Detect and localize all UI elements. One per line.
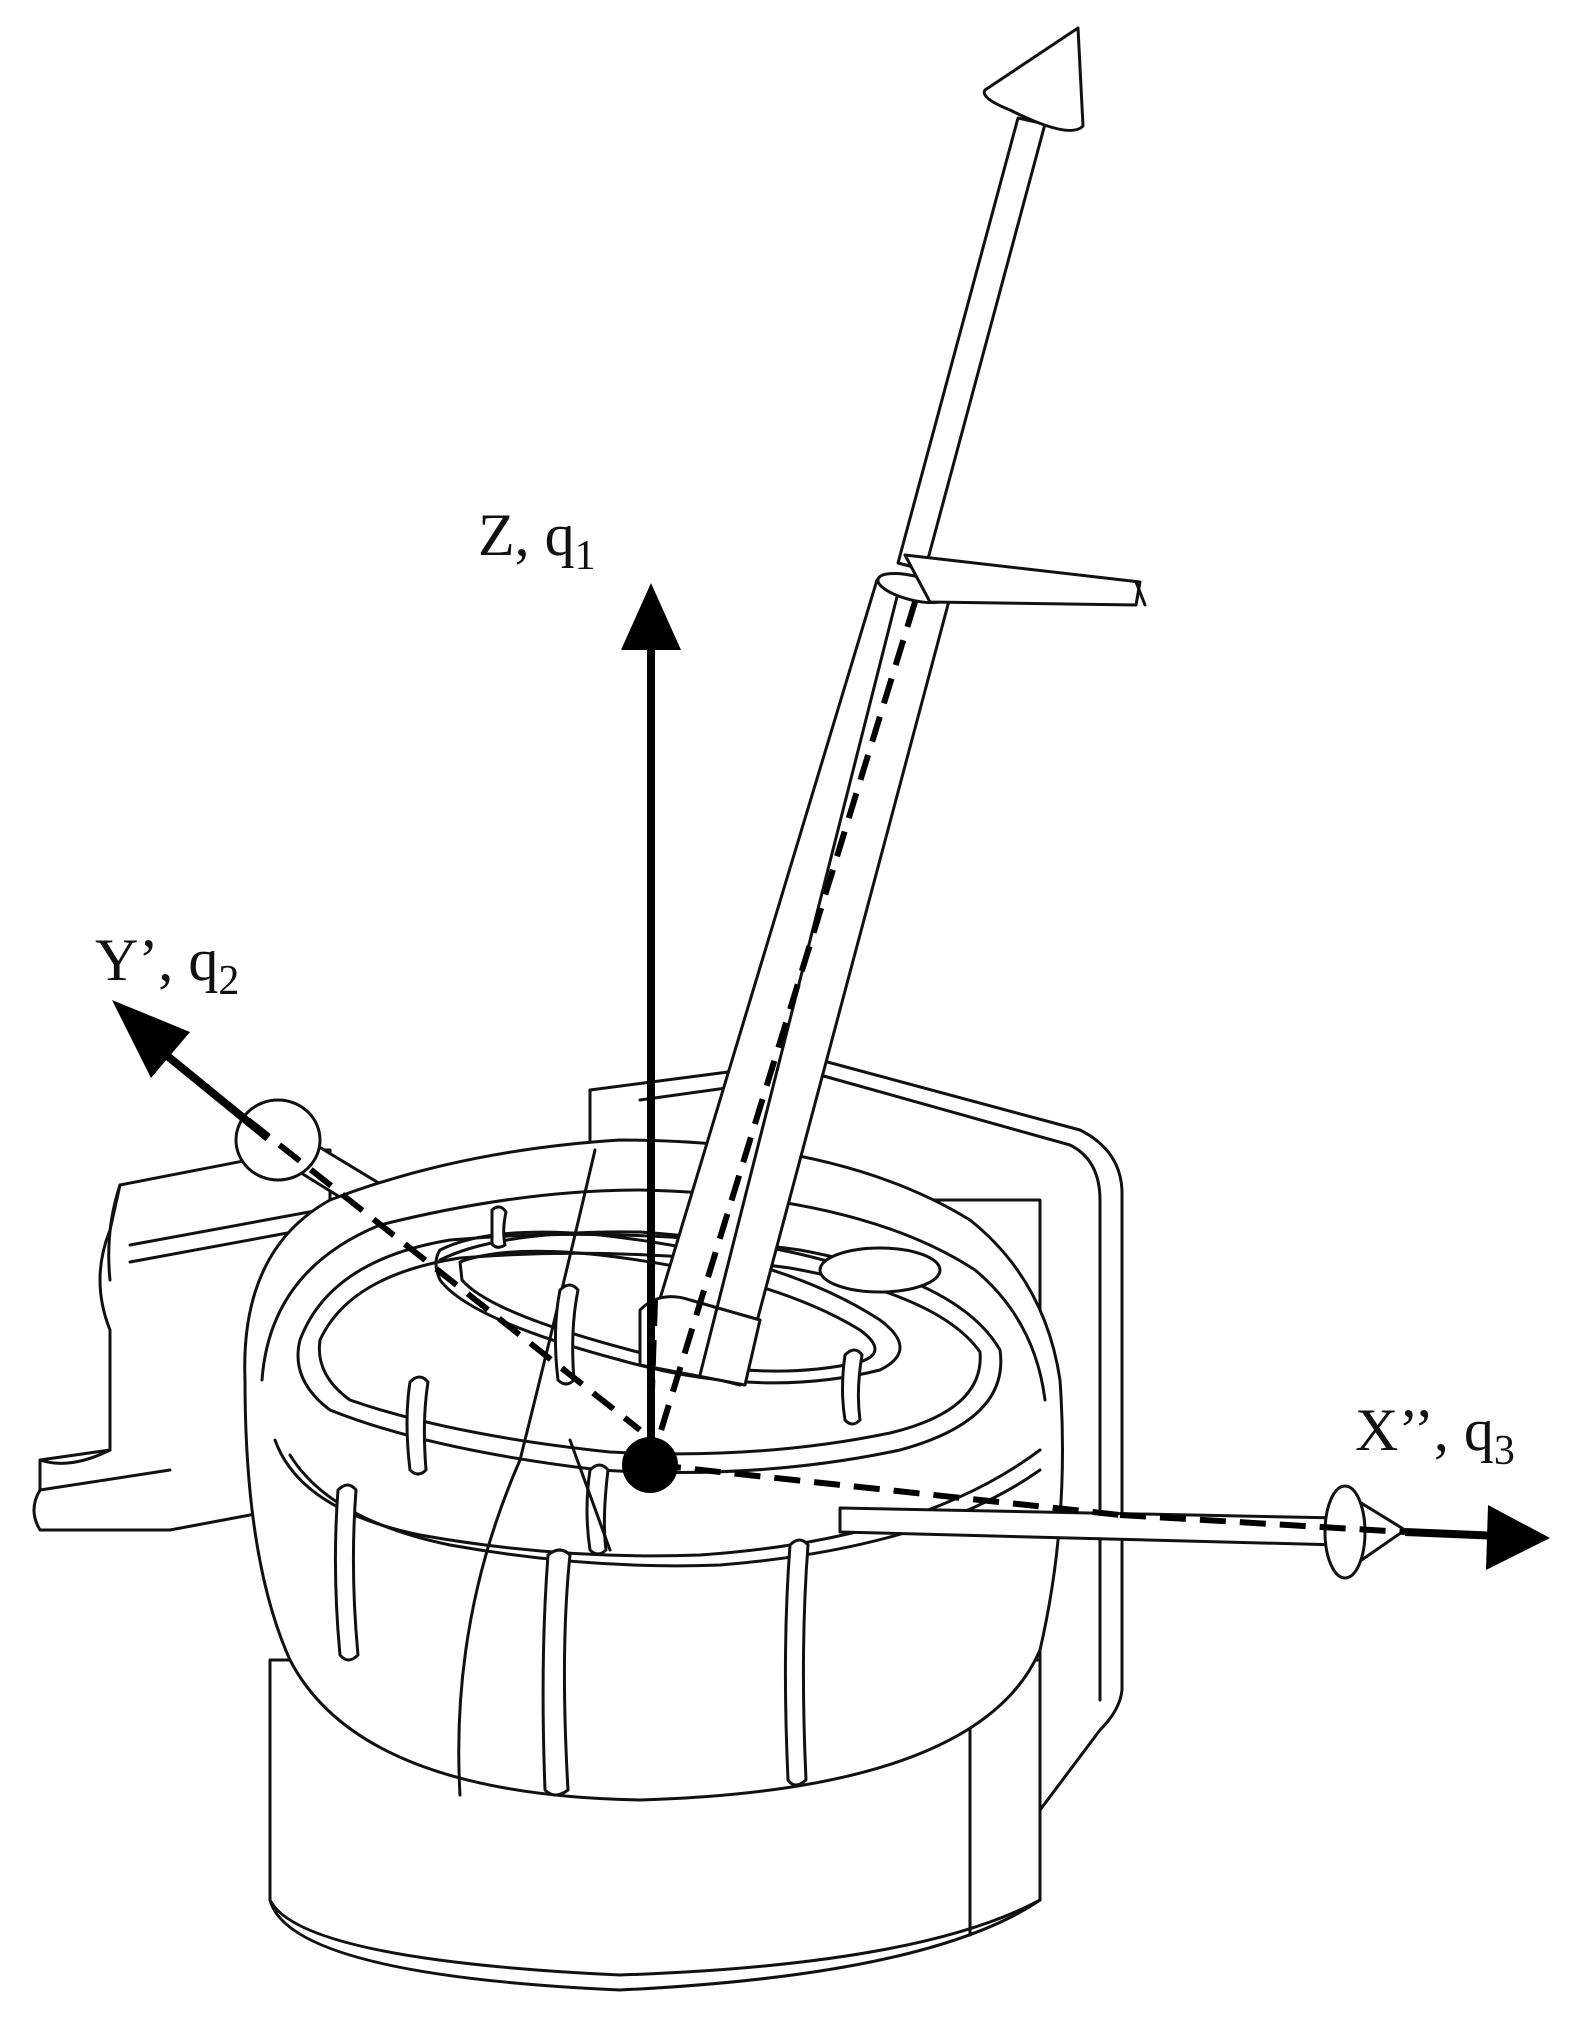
needle: [896, 26, 1147, 607]
ring-slots: [333, 1205, 942, 1797]
tool-shaft: [638, 571, 952, 1387]
z-axis: [621, 583, 681, 1460]
inner-ellipse: [434, 1230, 902, 1385]
y-arrowhead: [112, 1000, 190, 1078]
y-axis-label: Y’, q2: [95, 927, 239, 1004]
z-axis-label: Z, q1: [478, 502, 596, 579]
origin-point: [622, 1437, 678, 1493]
x-axis: [1404, 1505, 1550, 1570]
x-axis-label: X’’, q3: [1355, 1397, 1515, 1474]
y-axis: [112, 1000, 271, 1142]
x-arrowhead: [1486, 1505, 1550, 1570]
center-lines: [246, 601, 1406, 1552]
x-axis-rod: [838, 1484, 1407, 1580]
z-arrowhead: [621, 583, 681, 650]
